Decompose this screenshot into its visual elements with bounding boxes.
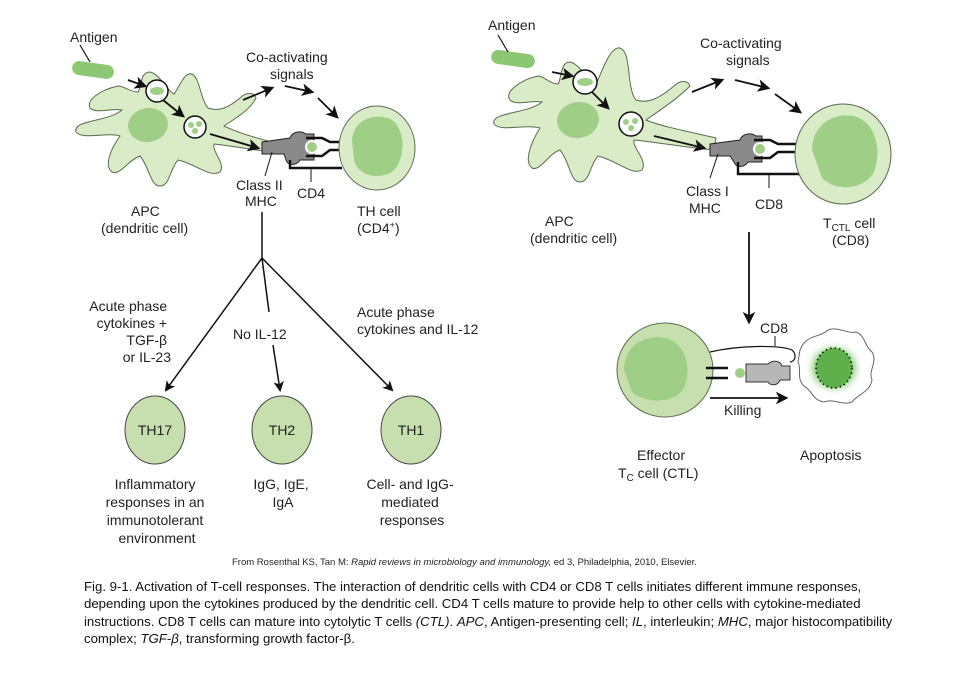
branch-arrow-th17: [164, 257, 263, 392]
coactivating-arrow-1-right: [691, 77, 725, 93]
coactivating-label-left-2: signals: [270, 66, 314, 82]
branch-line-th2-upper: [261, 257, 270, 313]
effector-label-1: Effector: [637, 447, 685, 463]
cd4-label: CD4: [297, 185, 325, 201]
th17-cell: TH17: [124, 395, 186, 465]
condition-th1: Acute phase cytokines and IL-12: [357, 304, 479, 337]
svg-text:TH1: TH1: [398, 422, 425, 438]
branch-arrow-th1: [261, 257, 394, 392]
coactivating-arrow-1-left: [242, 86, 275, 101]
endosome-2-right: [618, 111, 644, 137]
endosome-2-left: [183, 115, 207, 139]
coactivating-label-right-1: Co-activating: [700, 35, 782, 51]
figure-credit: From Rosenthal KS, Tan M: Rapid reviews …: [232, 557, 697, 568]
apc-label-right-2: (dendritic cell): [530, 230, 617, 246]
mhc-label-left-2: MHC: [245, 193, 277, 209]
coactivating-label-right-2: signals: [726, 52, 770, 68]
condition-th2: No IL-12: [233, 326, 287, 342]
th2-cell: TH2: [251, 395, 313, 465]
apc-label-left-2: (dendritic cell): [101, 220, 188, 236]
right-panel: Antigen Class I MHC CD8 Co-activatin: [488, 17, 892, 484]
effector-label-2: TC cell (CTL): [618, 465, 698, 484]
coactivating-arrow-3-left: [317, 97, 339, 119]
coactivating-arrow-2-right: [734, 79, 771, 92]
th-cell: [338, 105, 416, 191]
coactivating-label-left-1: Co-activating: [246, 49, 328, 65]
coactivating-arrow-3-right: [774, 93, 803, 114]
credit-authors: From Rosenthal KS, Tan M:: [232, 557, 352, 568]
condition-th17: Acute phase cytokines + TGF-β or IL-23: [89, 298, 171, 365]
th1-cell: TH1: [380, 395, 442, 465]
effector-cd8-label: CD8: [760, 320, 788, 336]
apc-label-left-1: APC: [131, 203, 160, 219]
antigen-right: Antigen: [488, 17, 535, 69]
figure-caption: Fig. 9-1. Activation of T-cell responses…: [84, 579, 893, 647]
left-panel: Antigen Class II MHC CD4: [70, 29, 479, 546]
svg-text:TH17: TH17: [138, 422, 172, 438]
apc-label-right-1: APC: [545, 213, 574, 229]
apoptotic-cell: [797, 328, 875, 404]
coactivating-arrow-2-left: [284, 83, 315, 96]
cd8-label: CD8: [755, 196, 783, 212]
outcome-th17: Inflammatory responses in an immunotoler…: [106, 476, 209, 546]
antigen-label-right: Antigen: [488, 17, 535, 33]
effector-tcr-complex: [706, 360, 791, 386]
apc-dendritic-cell-right: [493, 47, 717, 183]
mhc-label-right-1: Class I: [686, 183, 729, 199]
credit-title: Rapid reviews in microbiology and immuno…: [351, 557, 552, 568]
outcome-th1: Cell- and IgG- mediated responses: [366, 476, 457, 528]
tctl-cell-label-2: (CD8): [832, 232, 869, 248]
tctl-cell-label-1: TCTL cell: [823, 215, 875, 234]
mhc-tcr-complex-right: [709, 133, 800, 188]
th-cell-label-2: (CD4+): [357, 220, 400, 236]
tctl-cell: [794, 103, 892, 205]
mhc-tcr-complex-left: [261, 131, 342, 182]
apc-nucleus-right: [557, 101, 599, 139]
th-cell-label-1: TH cell: [357, 203, 401, 219]
mhc-label-left-1: Class II: [236, 177, 283, 193]
credit-publisher: ed 3, Philadelphia, 2010, Elsevier.: [551, 557, 697, 568]
effector-ctl-cell: [616, 322, 714, 418]
antigen-left: Antigen: [70, 29, 117, 79]
killing-label: Killing: [724, 402, 761, 418]
antigen-label-left: Antigen: [70, 29, 117, 45]
outcome-th2: IgG, IgE, IgA: [253, 476, 312, 510]
branch-arrow-th2: [272, 344, 284, 393]
apc-nucleus-left: [128, 107, 168, 143]
apoptosis-label: Apoptosis: [800, 447, 861, 463]
effector-cd8-loop: [709, 345, 796, 363]
apc-dendritic-cell-left: [75, 71, 273, 187]
svg-text:TH2: TH2: [269, 422, 296, 438]
mhc-label-right-2: MHC: [689, 200, 721, 216]
